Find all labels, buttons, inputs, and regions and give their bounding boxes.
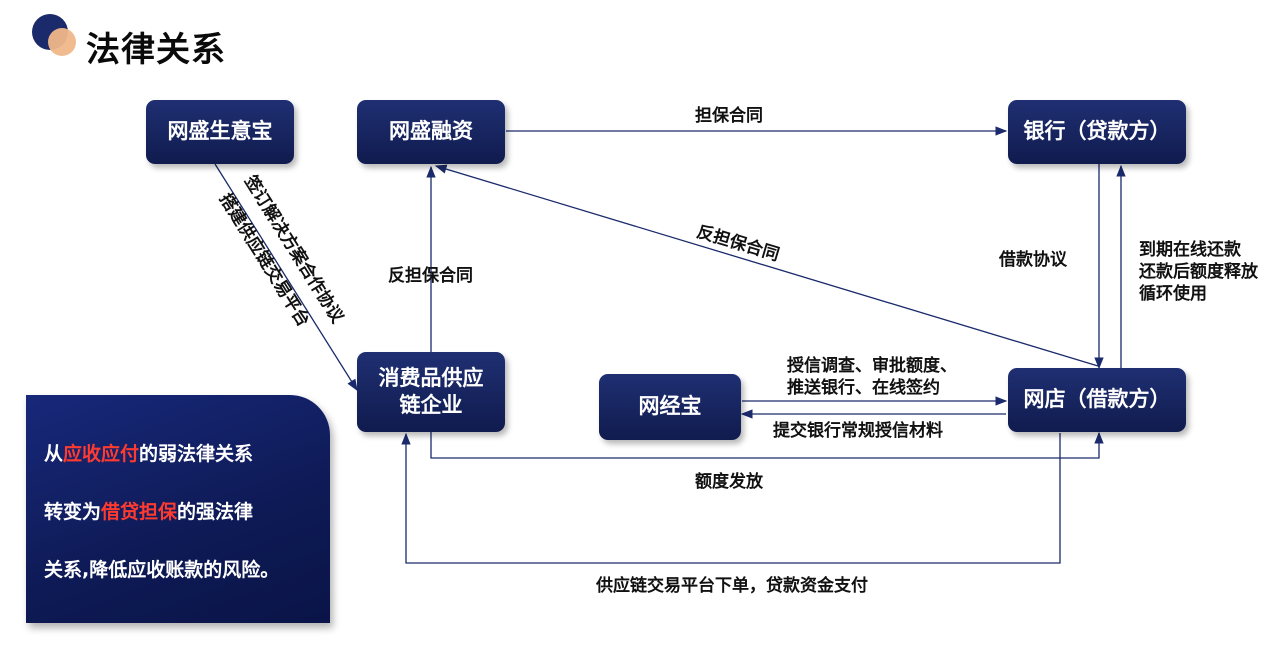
node-supply-chain: 消费品供应链企业: [357, 352, 505, 432]
node-label: 网经宝: [638, 394, 702, 419]
label-repay-line2: 还款后额度释放: [1139, 262, 1258, 282]
note-line-1: 从应收应付的弱法律关系: [44, 439, 253, 466]
note-text: 的强法律: [177, 501, 254, 523]
node-wangsheng-shengyibao: 网盛生意宝: [146, 100, 294, 164]
label-guarantee-contract: 担保合同: [695, 106, 763, 126]
summary-note: 从应收应付的弱法律关系 转变为借贷担保的强法律 关系,降低应收账款的风险。: [26, 395, 330, 623]
node-store: 网店（借款方）: [1008, 368, 1186, 432]
node-wangsheng-rongzi: 网盛融资: [357, 100, 505, 164]
arrow-credit-issue: [430, 431, 1104, 459]
logo-icon: [32, 14, 76, 56]
label-credit-issue: 额度发放: [695, 472, 763, 492]
label-credit-line1: 授信调查、审批额度、: [787, 356, 957, 376]
label-loan-agreement: 借款协议: [999, 250, 1067, 270]
note-line-2: 转变为借贷担保的强法律: [44, 497, 253, 524]
label-counter-guarantee-vertical: 反担保合同: [388, 266, 473, 286]
node-wangjingbao: 网经宝: [599, 374, 741, 440]
label-credit-line2: 推送银行、在线签约: [787, 378, 940, 398]
node-label: 网盛生意宝: [167, 119, 273, 144]
node-label: 银行（贷款方）: [1023, 119, 1171, 144]
arrow-platform-order: [401, 432, 1061, 564]
note-highlight: 借贷担保: [101, 501, 178, 523]
node-label: 网盛融资: [389, 119, 473, 144]
note-text: 的弱法律关系: [139, 443, 254, 465]
page-title: 法律关系: [86, 30, 226, 70]
note-line-3: 关系,降低应收账款的风险。: [44, 555, 279, 582]
label-repay-line3: 循环使用: [1139, 284, 1207, 304]
note-text: 关系,降低应收账款的风险。: [44, 559, 280, 581]
note-text: 从: [44, 443, 64, 465]
label-submit-materials: 提交银行常规授信材料: [773, 421, 943, 441]
node-bank: 银行（贷款方）: [1008, 100, 1186, 164]
label-platform-order: 供应链交易平台下单，贷款资金支付: [596, 576, 868, 596]
note-highlight: 应收应付: [63, 443, 140, 465]
arrow-counter-guarantee-store: [434, 164, 1099, 367]
node-label: 网店（借款方）: [1023, 387, 1171, 412]
note-text: 转变为: [44, 501, 102, 523]
arrow-platform: [214, 163, 358, 391]
label-repay-line1: 到期在线还款: [1139, 240, 1241, 260]
node-label: 消费品供应链企业: [378, 365, 484, 417]
